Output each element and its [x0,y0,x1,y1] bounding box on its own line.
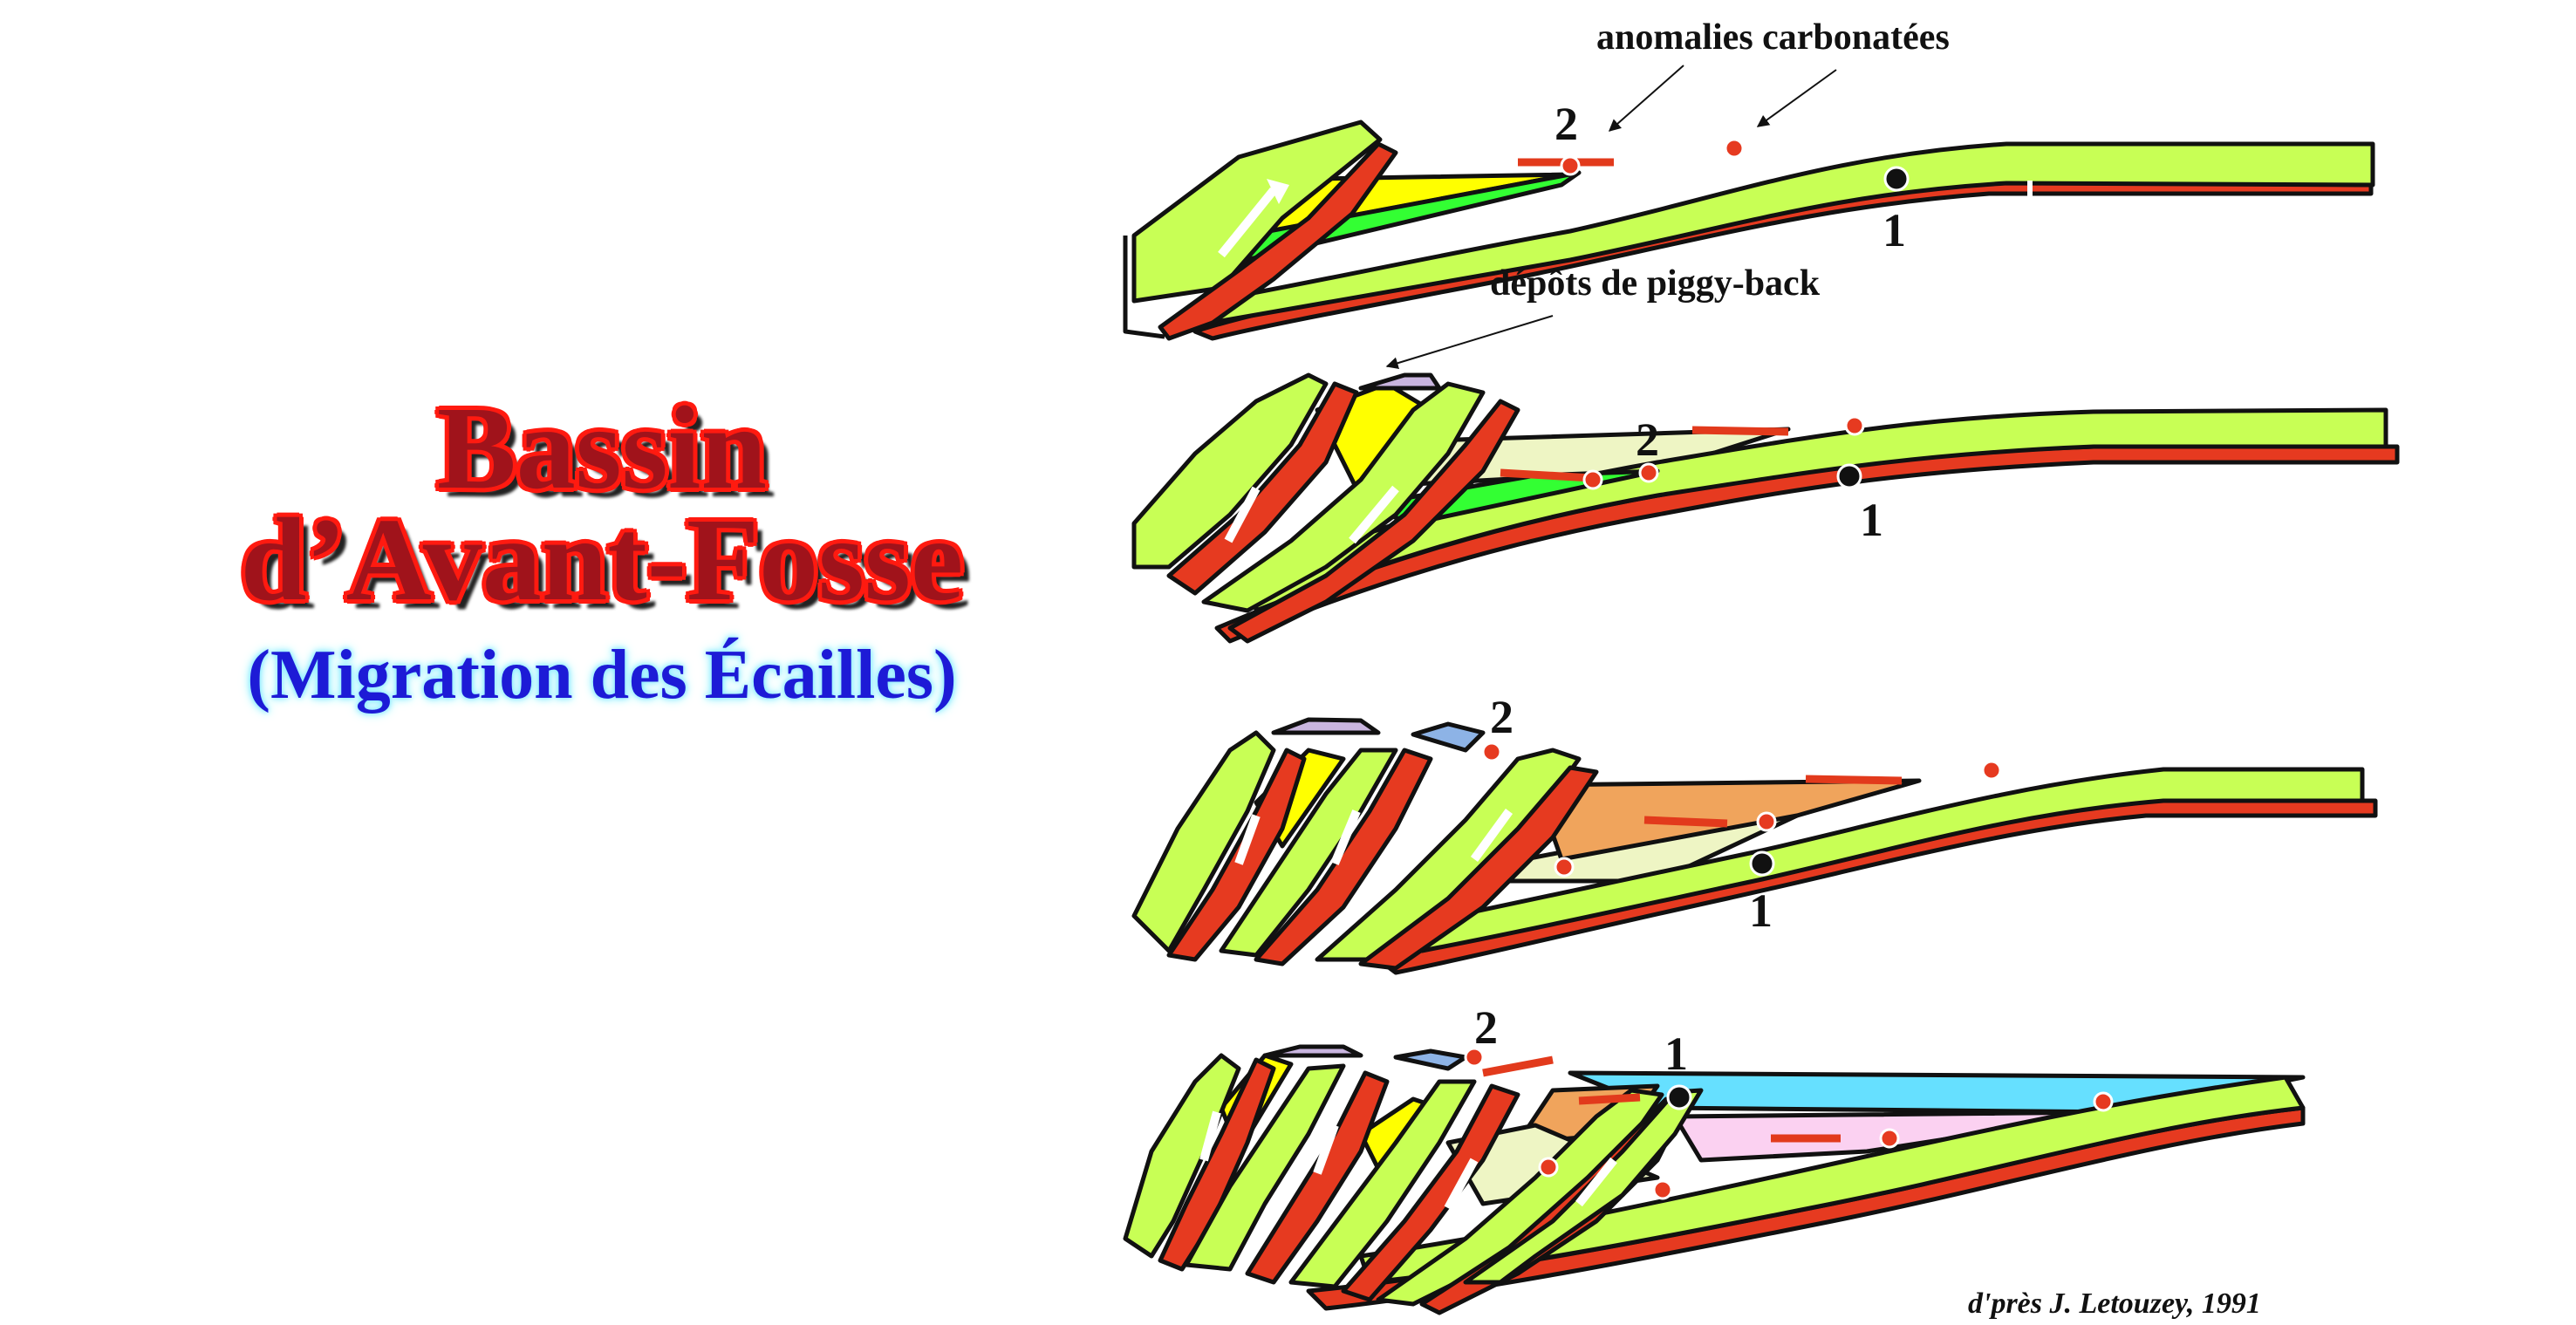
panel-3-thrust-arrow-c [1470,809,1513,862]
panel-3-thrust-arrow-b [1330,809,1361,865]
panel-4-thrust-arrow-a [1199,1110,1221,1162]
panel-4-thrust-arrow-b [1313,1124,1339,1175]
panel-4-slip-arrow-3 [1578,1093,1641,1105]
panel-4: 2 1 [1123,1001,2306,1315]
panel-4-sheet-c-green [1288,1079,1477,1289]
panel-4-dot-a [1464,1047,1485,1068]
panel-4-upper-layer [1358,1075,2306,1285]
panel-2-dot-a [1582,469,1603,490]
panel-3-label-1: 1 [1749,884,1773,937]
panel-1-thrust-sheet-lower [1158,141,1398,341]
panel-2-dot-c [1844,415,1865,436]
panel-1-thrust-arrowhead [1267,179,1289,204]
panel-2-sheet-b-red [1227,399,1520,644]
panel-3-dot-d [1981,760,2002,781]
panel-3-blue-cap [1411,721,1486,753]
panel-3-dot-a [1481,741,1502,762]
panel-3: 2 1 [1131,691,2378,975]
panel-2-violet-cap [1358,372,1442,391]
main-title-line-1: Bassin [437,383,767,514]
panel-2-thrust-arrow-b [1349,485,1399,544]
panel-2-thrust-arrow-a [1224,486,1261,543]
panel-3-sheet-b-green [1219,748,1398,958]
panel-2-dot-b [1638,462,1659,483]
panel-1-label-2: 2 [1554,98,1578,150]
panel-1-thrust-sheet-outline [1123,236,1165,339]
panel-3-slip-arrow-1 [1643,816,1728,828]
panel-4-violet-cap [1262,1044,1363,1058]
panel-4-dot-c [1652,1179,1673,1200]
panel-3-thrust-arrow-a [1234,814,1261,865]
panel-4-slip-arrow-1 [1482,1055,1554,1077]
panel-4-label-1: 1 [1664,1028,1688,1080]
panel-3-violet-cap [1271,717,1381,735]
panel-1-marker-1-dot [1883,166,1910,192]
subtitle: (Migration des Écailles) [247,637,957,714]
panel-4-sheet-a-green [1123,1053,1241,1259]
panel-4-marker-1-dot [1666,1084,1692,1110]
panel-4-sheet-b-green [1184,1063,1346,1272]
panel-2-sheet-a-green [1131,372,1329,570]
source-credit: d'près J. Letouzey, 1991 [1968,1287,2261,1320]
panel-3-sheet-a-red [1166,748,1307,962]
panel-1-marker-2-dot [1560,155,1581,176]
panel-4-thrust-arrow-d [1575,1157,1617,1207]
panel-2-sheet-b-green [1201,381,1486,613]
panel-1-label-1: 1 [1882,204,1906,256]
panel-2-label-2: 2 [1636,413,1659,466]
panel-4-label-2: 2 [1474,1001,1498,1054]
panel-4-sheet-b-red [1245,1070,1390,1285]
panel-3-sheet-a-green [1131,730,1276,953]
panel-2-slip-arrow-2 [1691,426,1789,436]
panel-2-label-1: 1 [1860,494,1883,546]
panel-4-thrust-arrow-c [1444,1158,1479,1211]
panel-3-dot-c [1756,811,1777,832]
piggyback-pointer [1385,315,1554,370]
panel-4-sheet-c-red [1341,1083,1520,1302]
panel-1: 2 1 anomalies carbonatées [1123,17,2375,341]
panel-1-upper-layer [1208,141,2375,325]
panel-3-sheet-c-red [1358,765,1599,971]
title-block: Bassin d’Avant-Fosse (Migration des Écai… [174,383,1029,719]
panel-4-dot-e [2093,1091,2114,1112]
panel-2-marker-1-dot [1836,463,1862,489]
panel-4-dot-b [1538,1157,1559,1178]
panel-4-dot-d [1879,1128,1900,1149]
panel-2: 2 1 [1131,372,2400,644]
panel-4-blue-cap [1393,1048,1468,1071]
panel-3-marker-1-dot [1749,850,1775,877]
panel-1-carbonate-dot [1724,138,1745,159]
panel-3-dot-b [1554,857,1575,878]
piggyback-deposits-label: dépôts de piggy-back [1490,263,1821,304]
panel-3-label-2: 2 [1490,691,1513,743]
panel-3-upper-layer [1411,767,2365,953]
panel-1-thrust-arrow [1218,187,1277,258]
main-title-line-2: d’Avant-Fosse [240,495,964,625]
carbonate-pointer-1 [1608,65,1684,132]
panel-3-slip-arrow-2 [1805,775,1903,785]
carbonate-pointer-2 [1756,69,1837,127]
carbonate-anomalies-label: anomalies carbonatées [1596,17,1950,58]
panel-2-slip-arrow-1 [1500,468,1593,482]
